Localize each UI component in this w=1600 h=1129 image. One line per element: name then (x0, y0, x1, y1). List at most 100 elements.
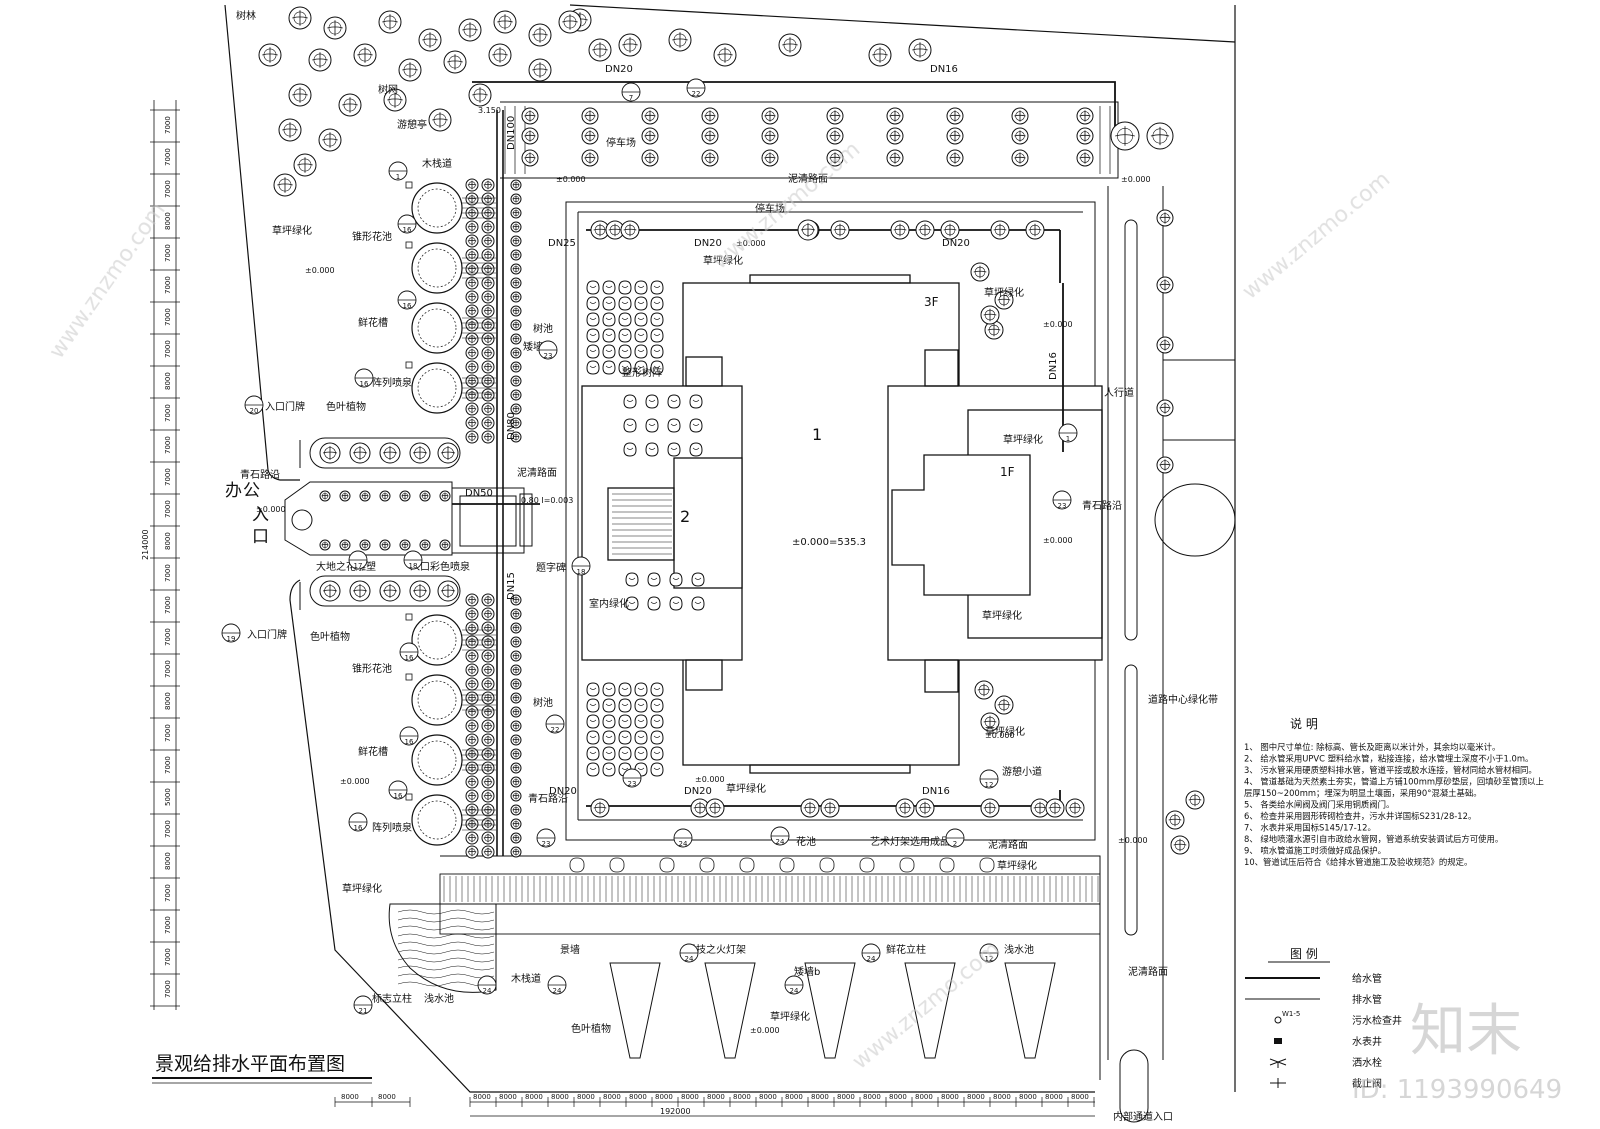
tree-icon (481, 318, 495, 332)
tree-icon (409, 442, 431, 464)
tree-icon (510, 277, 522, 289)
elev-4: ±0.000 (736, 239, 766, 248)
tree-icon (510, 319, 522, 331)
pipe-dn25: DN25 (548, 238, 576, 249)
label-curb-right: 青石路沿 (1082, 499, 1122, 512)
label-water-pool: 浅水池 (1004, 943, 1034, 956)
tree-icon (641, 107, 659, 125)
detail-callout: 16 (399, 726, 419, 746)
tree-icon (319, 442, 341, 464)
tree-icon (1156, 399, 1174, 417)
dim-bottom-segment: 8000 (889, 1093, 907, 1101)
tree-icon (465, 430, 479, 444)
tree-icon (528, 23, 552, 47)
topiary-shrub-icon (634, 730, 648, 745)
tree-icon (437, 580, 459, 602)
topiary-shrub-icon (689, 394, 703, 409)
label-flower-bed-1: 鲜花槽 (358, 316, 388, 329)
dim-left-segment: 7000 (164, 404, 172, 422)
tree-icon (778, 33, 802, 57)
tree-icon (1076, 127, 1094, 145)
dim-left-segment: 7000 (164, 116, 172, 134)
tree-icon (510, 207, 522, 219)
tree-icon (980, 712, 1000, 732)
topiary-shrub-icon (586, 328, 600, 343)
drawing-title: 景观给排水平面布置图 (152, 1053, 372, 1084)
tree-icon (481, 178, 495, 192)
label-pavement-top: 泥清路面 (788, 172, 828, 185)
label-lawn-top-right: 草坪绿化 (984, 286, 1024, 299)
detail-ref-number: 1 (396, 173, 400, 181)
tree-icon (510, 417, 522, 429)
tree-icon (528, 58, 552, 82)
dim-left-segment: 7000 (164, 340, 172, 358)
pond-waves (397, 909, 495, 987)
dim-bottom-segment: 8000 (577, 1093, 595, 1101)
label-landscape-wall: 景墙 (560, 943, 580, 956)
tree-icon (493, 10, 517, 34)
dim-left-segment: 7000 (164, 468, 172, 486)
label-leisure-path: 游憩小道 (1002, 765, 1042, 778)
tree-icon (481, 430, 495, 444)
tree-icon (481, 691, 495, 705)
tree-icon (439, 539, 451, 551)
topiary-shrub-icon (650, 762, 664, 777)
funnel-planter (704, 962, 756, 1059)
label-entry-sign-1: 入口门牌 (265, 400, 305, 413)
detail-callout: 24 (673, 828, 693, 848)
dim-left-segment: 8000 (164, 852, 172, 870)
tree-icon (510, 249, 522, 261)
topiary-shrub-icon (618, 714, 632, 729)
tree-icon (1011, 149, 1029, 167)
label-color-plant-2: 色叶植物 (310, 630, 350, 643)
tree-icon (868, 43, 892, 67)
tree-icon (1165, 810, 1185, 830)
label-curb-bottom: 青石路沿 (528, 792, 568, 805)
dim-left-segment: 7000 (164, 564, 172, 582)
round-pools (405, 181, 496, 846)
topiary-shrub-icon (669, 572, 683, 587)
round-pool (405, 733, 496, 786)
topiary-shrub-icon (623, 418, 637, 433)
dim-left-total: 214000 (141, 529, 150, 560)
tree-icon (465, 318, 479, 332)
topiary-shrub-icon (647, 572, 661, 587)
label-inscription: 题字碑 (536, 561, 566, 574)
tree-icon (1076, 149, 1094, 167)
tree-icon (465, 649, 479, 663)
tree-icon (890, 220, 910, 240)
tree-icon (481, 234, 495, 248)
label-walkway-net: 树网 (378, 83, 398, 96)
topiary-shrub-icon (650, 360, 664, 375)
label-pavement-bottom: 泥清路面 (988, 838, 1028, 851)
note-line: 9、 喷水管道施工时须做好成品保护。 (1244, 846, 1386, 856)
detail-ref-number: 24 (776, 838, 785, 846)
tree-icon (915, 798, 935, 818)
tree-icon (465, 234, 479, 248)
tree-icon (713, 43, 737, 67)
topiary-shrub-icon (602, 344, 616, 359)
tree-icon (323, 16, 347, 40)
main-pipe-left (496, 110, 504, 856)
detail-ref-number: 24 (679, 840, 688, 848)
tree-icon (510, 594, 522, 606)
stair-hatch (612, 493, 672, 555)
tree-icon (378, 10, 402, 34)
dim-left-segment: 7000 (164, 500, 172, 518)
topiary-shrub-icon (634, 682, 648, 697)
detail-callout: 19 (221, 623, 241, 643)
topiary-shrub-icon (634, 312, 648, 327)
detail-ref-number: 24 (685, 955, 694, 963)
label-forest: 树林 (236, 9, 256, 22)
tree-icon (465, 304, 479, 318)
dim-bottom-segment: 8000 (837, 1093, 855, 1101)
topiary-shrub-icon (634, 360, 648, 375)
tree-icon (886, 127, 904, 145)
tree-icon (1065, 798, 1085, 818)
tree-icon (481, 775, 495, 789)
topiary-shrub-icon (691, 572, 705, 587)
detail-callout: 16 (397, 290, 417, 310)
elev-7: ±0.000 (1043, 536, 1073, 545)
tree-icon (481, 304, 495, 318)
tree-icon (510, 193, 522, 205)
